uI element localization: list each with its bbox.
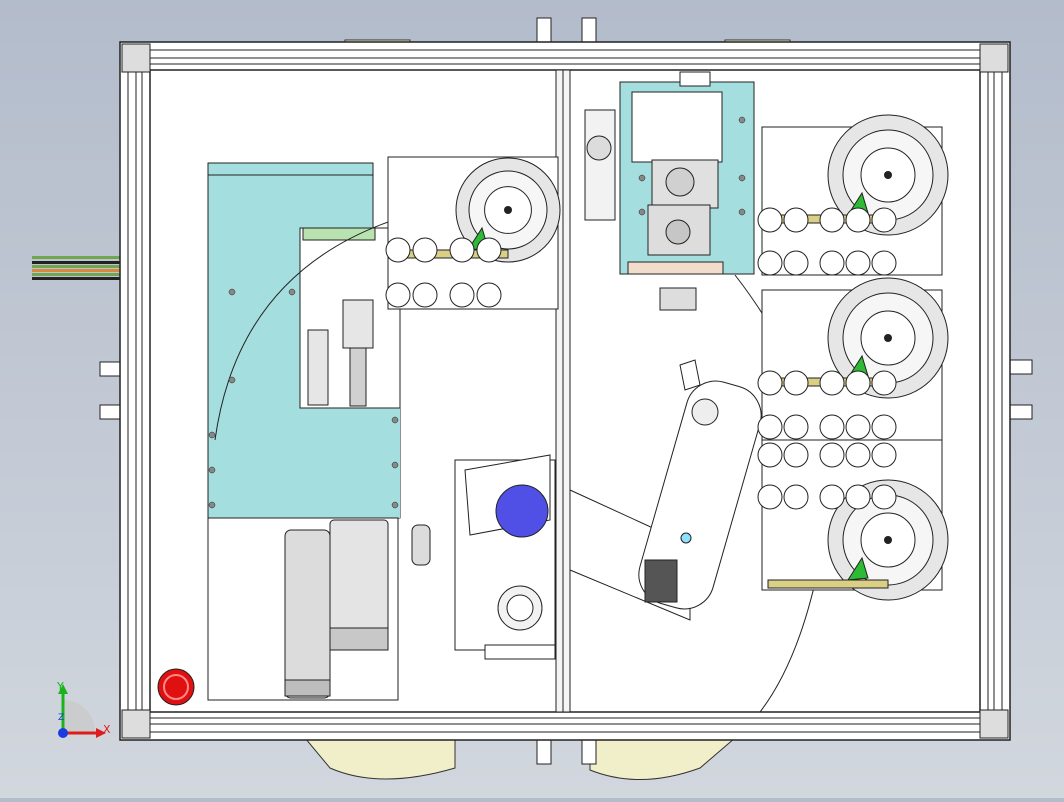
pellet (783, 414, 809, 440)
pellet (871, 442, 897, 468)
pellet (385, 282, 411, 308)
corner-bracket (979, 43, 1009, 73)
pellet (783, 207, 809, 233)
green-guide-tab (847, 556, 869, 581)
pellet (757, 207, 783, 233)
screw (208, 466, 216, 474)
mount-tab (1007, 404, 1033, 420)
pellet (819, 370, 845, 396)
pellet (845, 484, 871, 510)
pellet (819, 414, 845, 440)
screw (738, 174, 746, 182)
end-effector (644, 559, 678, 603)
regulator (584, 109, 616, 221)
y-axis-label: Y (56, 680, 64, 693)
rotary-module[interactable] (454, 454, 556, 660)
pellet (871, 370, 897, 396)
bowl-hub (504, 206, 512, 214)
pellet (783, 250, 809, 276)
feeder-station[interactable] (761, 114, 949, 276)
screw (391, 416, 399, 424)
gauge (411, 524, 431, 566)
pellet (871, 414, 897, 440)
bowl-hub (884, 334, 892, 342)
screw (638, 208, 646, 216)
pellet (412, 237, 438, 263)
feeder-station[interactable] (761, 277, 949, 441)
mount-tabs (99, 17, 1033, 765)
screw (208, 431, 216, 439)
pellet (845, 370, 871, 396)
valve-bank (631, 91, 723, 163)
pellet (845, 207, 871, 233)
screw (638, 174, 646, 182)
screw (738, 116, 746, 124)
robot-joint (691, 398, 719, 426)
pellet (819, 250, 845, 276)
left-transfer-station[interactable] (207, 162, 431, 701)
pellet (783, 442, 809, 468)
press-cylinder (342, 299, 374, 349)
foot-bottom-right (589, 737, 737, 781)
pellet (819, 207, 845, 233)
frame-inner (127, 49, 1003, 733)
pellet (412, 282, 438, 308)
z-axis-label: Z (58, 713, 64, 723)
mount-tab (536, 737, 552, 765)
bowl-hub (884, 171, 892, 179)
pellet (819, 484, 845, 510)
corner-bracket (121, 709, 151, 739)
screw (391, 461, 399, 469)
pellet (845, 442, 871, 468)
pellet (871, 207, 897, 233)
pellet (845, 414, 871, 440)
scara-robot[interactable] (569, 359, 768, 621)
triad-arc (63, 700, 96, 733)
pellet (871, 484, 897, 510)
pellet-group (208, 116, 897, 510)
x-axis-label: X (103, 723, 111, 736)
feeder-group[interactable] (387, 114, 949, 601)
knob (659, 287, 697, 311)
air-tank (284, 529, 331, 699)
corner-bracket (121, 43, 151, 73)
screw (208, 501, 216, 509)
blue-disk (495, 484, 549, 538)
pellet (757, 370, 783, 396)
pellet (783, 370, 809, 396)
pellet (845, 250, 871, 276)
mount-tab (1007, 359, 1033, 375)
screw (738, 208, 746, 216)
foot-bottom-left (303, 737, 456, 780)
bowl-hub (884, 536, 892, 544)
screw (391, 501, 399, 509)
screw (288, 288, 296, 296)
feeder-station[interactable] (387, 156, 561, 310)
pellet (476, 282, 502, 308)
screw (228, 288, 236, 296)
pellet (871, 250, 897, 276)
pellet (757, 250, 783, 276)
pellet (385, 237, 411, 263)
robot-arm (638, 380, 762, 610)
pellet (757, 414, 783, 440)
pellet (757, 442, 783, 468)
pellet (757, 484, 783, 510)
axis-triad: Y X Z (56, 680, 111, 738)
pellet (819, 442, 845, 468)
z-axis-dot (58, 728, 68, 738)
pellet (449, 237, 475, 263)
screw (228, 376, 236, 384)
stop-highlight (163, 674, 189, 700)
pellet (476, 237, 502, 263)
feed-track (767, 579, 889, 589)
corner-bracket (979, 709, 1009, 739)
pellet (449, 282, 475, 308)
pellet (783, 484, 809, 510)
mount-tab (581, 737, 597, 765)
